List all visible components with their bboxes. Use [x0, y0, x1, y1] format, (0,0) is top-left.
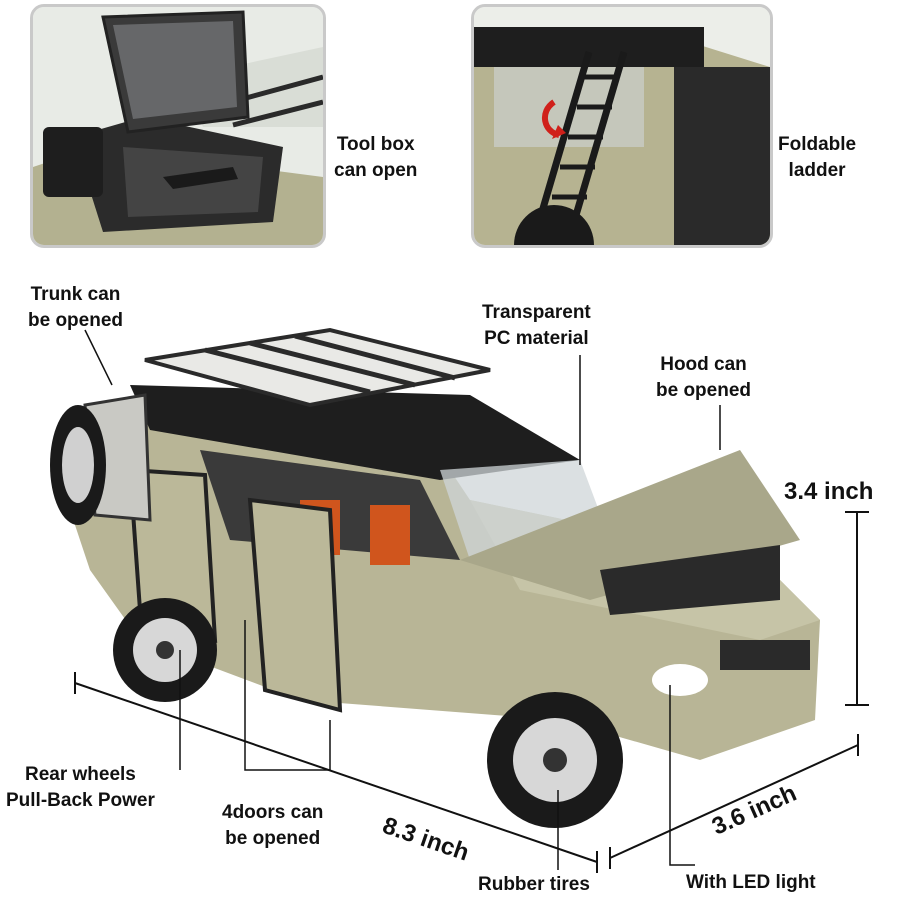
callout-tool-box: Tool box can open: [334, 132, 417, 184]
callout-hood-line1: Hood can: [660, 354, 747, 375]
ladder-inset-photo: [471, 4, 773, 248]
callout-doors-line2: be opened: [225, 828, 321, 850]
callout-doors-line1: 4doors can: [222, 802, 324, 823]
wheel-front: [487, 692, 623, 828]
callout-ladder-line2: ladder: [788, 160, 846, 182]
toolbox-inset-photo: [30, 4, 326, 248]
callout-pc-line2: PC material: [484, 328, 589, 350]
callout-pc-material: Transparent PC material: [482, 300, 591, 352]
callout-pc-line1: Transparent: [482, 302, 591, 323]
callout-ladder: Foldable ladder: [778, 132, 856, 184]
callout-rubber-tires: Rubber tires: [478, 874, 590, 895]
wheel-rear: [113, 598, 217, 702]
toolbox-illustration: [33, 7, 323, 245]
dimension-height: 3.4 inch: [784, 478, 874, 505]
callout-hood-line2: be opened: [656, 380, 752, 402]
callout-doors: 4doors can be opened: [222, 800, 323, 852]
spare-wheel: [50, 405, 106, 525]
callout-rear-line2: Pull-Back Power: [6, 790, 155, 812]
ladder-illustration: [474, 7, 770, 245]
callout-trunk-line1: Trunk can: [30, 284, 121, 305]
callout-rear-wheels: Rear wheels Pull-Back Power: [6, 762, 155, 814]
callout-tool-box-line2: can open: [334, 160, 418, 182]
callout-ladder-line1: Foldable: [778, 134, 857, 155]
callout-trunk: Trunk can be opened: [28, 282, 123, 334]
callout-tool-box-line1: Tool box: [336, 134, 415, 155]
callout-trunk-line2: be opened: [28, 310, 124, 332]
callout-rear-line1: Rear wheels: [24, 764, 136, 785]
callout-led-light: With LED light: [686, 872, 816, 893]
callout-hood: Hood can be opened: [656, 352, 751, 404]
